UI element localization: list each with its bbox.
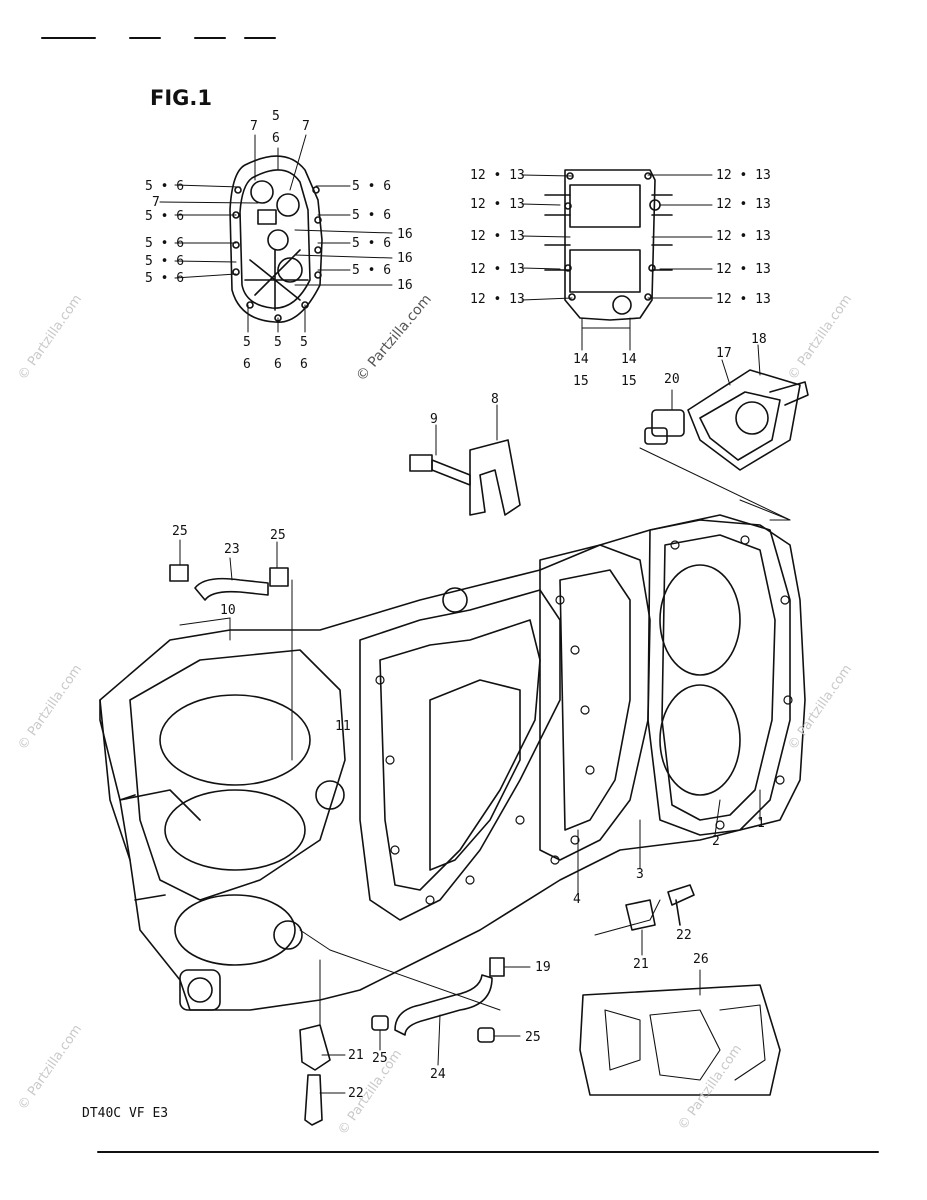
bolt-and-bracket-drawing xyxy=(409,404,521,516)
callout-21: 21 xyxy=(348,1048,364,1063)
callout-12-13: 12 • 13 xyxy=(470,197,525,212)
callout-12-13: 12 • 13 xyxy=(716,292,771,307)
lower-leaders xyxy=(319,929,643,1094)
callout-24: 24 xyxy=(430,1067,446,1082)
callout-6: 6 xyxy=(272,131,280,146)
callout-5-6: 5 • 6 xyxy=(352,236,392,251)
exhaust-cover-drawing xyxy=(229,155,323,323)
callout-23: 23 xyxy=(224,542,240,557)
callout-3: 3 xyxy=(636,867,644,882)
thermostat-drawing xyxy=(639,344,809,521)
callout-5-6: 5 • 6 xyxy=(145,271,185,286)
lower-small-parts-drawing xyxy=(299,884,781,1126)
callout-5-6: 5 • 6 xyxy=(352,208,392,223)
callout-14: 14 xyxy=(573,352,589,367)
callout-12-13: 12 • 13 xyxy=(470,262,525,277)
callout-12-13: 12 • 13 xyxy=(716,229,771,244)
callout-5-6: 5 • 6 xyxy=(352,263,392,278)
callout-25: 25 xyxy=(372,1051,388,1066)
callout-5-6: 5 • 6 xyxy=(145,236,185,251)
callout-12-13: 12 • 13 xyxy=(716,262,771,277)
callout-25: 25 xyxy=(172,524,188,539)
callout-10: 10 xyxy=(220,603,236,618)
callout-7: 7 xyxy=(152,195,160,210)
callout-6: 6 xyxy=(243,357,251,372)
callout-11: 11 xyxy=(335,719,351,734)
callout-6: 6 xyxy=(274,357,282,372)
callout-12-13: 12 • 13 xyxy=(470,229,525,244)
callout-1: 1 xyxy=(757,816,765,831)
callout-16: 16 xyxy=(397,251,413,266)
callout-12-13: 12 • 13 xyxy=(470,292,525,307)
callout-5: 5 xyxy=(243,335,251,350)
callout-26: 26 xyxy=(693,952,709,967)
callout-9: 9 xyxy=(430,412,438,427)
callout-5: 5 xyxy=(300,335,308,350)
callout-5-6: 5 • 6 xyxy=(145,254,185,269)
callout-6: 6 xyxy=(300,357,308,372)
exhaust-plate-leaders xyxy=(521,174,713,351)
callout-25: 25 xyxy=(525,1030,541,1045)
callout-14: 14 xyxy=(621,352,637,367)
callout-19: 19 xyxy=(535,960,551,975)
callout-20: 20 xyxy=(664,372,680,387)
callout-22: 22 xyxy=(348,1086,364,1101)
callout-18: 18 xyxy=(751,332,767,347)
callout-5: 5 xyxy=(272,109,280,124)
crankcase-drawing xyxy=(99,514,806,1011)
callout-15: 15 xyxy=(621,374,637,389)
callout-21: 21 xyxy=(633,957,649,972)
callout-25: 25 xyxy=(270,528,286,543)
callout-5-6: 5 • 6 xyxy=(145,179,185,194)
callout-5-6: 5 • 6 xyxy=(145,209,185,224)
callout-5: 5 xyxy=(274,335,282,350)
callout-16: 16 xyxy=(397,227,413,242)
exhaust-cover-leaders xyxy=(159,134,393,333)
callout-8: 8 xyxy=(491,392,499,407)
hose-23-drawing xyxy=(169,539,293,761)
callout-7: 7 xyxy=(302,119,310,134)
callout-2: 2 xyxy=(712,834,720,849)
callout-7: 7 xyxy=(250,119,258,134)
exhaust-plate-drawing xyxy=(544,169,673,321)
model-code: DT40C VF E3 xyxy=(82,1106,169,1121)
callout-5-6: 5 • 6 xyxy=(352,179,392,194)
callout-16: 16 xyxy=(397,278,413,293)
callout-12-13: 12 • 13 xyxy=(716,168,771,183)
figure-title: FIG.1 xyxy=(150,86,212,110)
callout-12-13: 12 • 13 xyxy=(470,168,525,183)
callout-15: 15 xyxy=(573,374,589,389)
callout-17: 17 xyxy=(716,346,732,361)
callout-22: 22 xyxy=(676,928,692,943)
callout-4: 4 xyxy=(573,892,581,907)
crankcase-leaders xyxy=(229,499,791,1011)
callout-12-13: 12 • 13 xyxy=(716,197,771,212)
